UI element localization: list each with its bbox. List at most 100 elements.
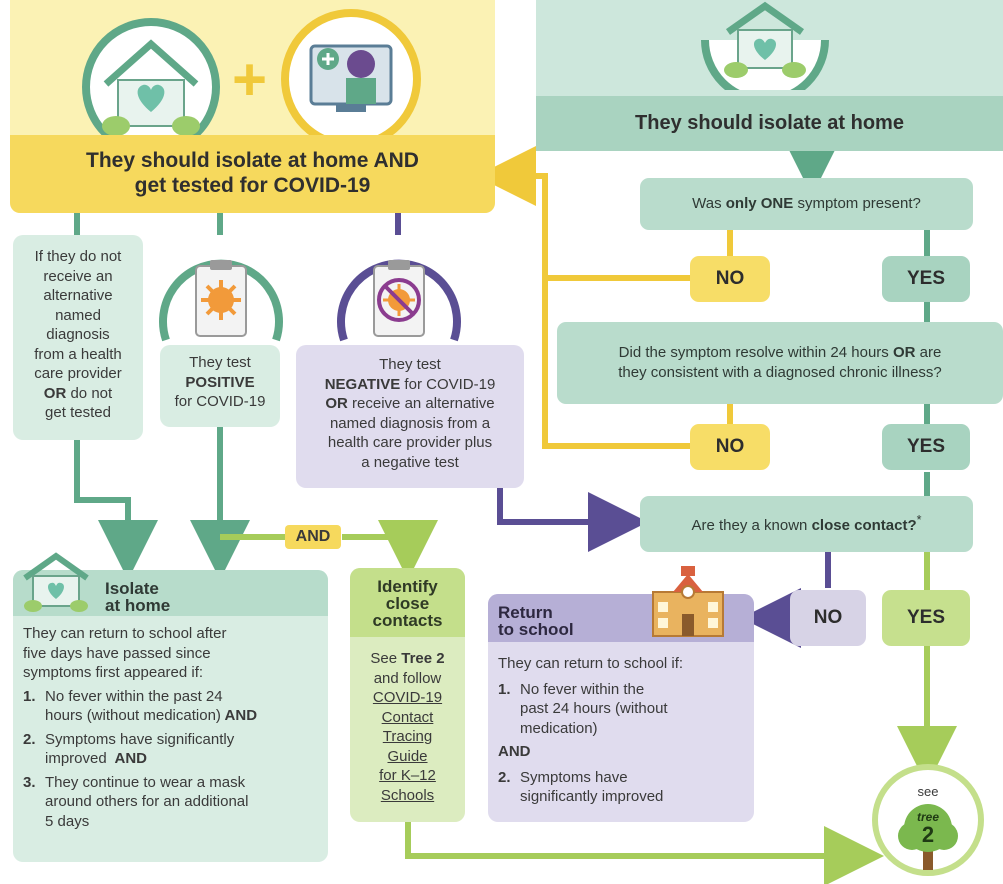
- isolate-title-1: Isolate: [105, 579, 159, 598]
- return-step-2-l1: Symptoms have: [520, 768, 628, 786]
- isolate-card: Isolate at home They can return to schoo…: [13, 552, 328, 862]
- step-3-l1: They continue to wear a mask: [45, 773, 246, 791]
- step-1-and: AND: [220, 707, 258, 724]
- q1-bold: only ONE: [725, 194, 794, 212]
- return-step-1-l3: medication): [520, 719, 598, 737]
- identify-follow: and follow: [373, 669, 442, 687]
- return-t2: to school: [498, 620, 574, 639]
- return-card-body: They can return to school if: 1. No feve…: [488, 642, 754, 807]
- step-3-l2: around others for an additional: [45, 793, 249, 810]
- negative-l3-post: receive an alternative: [347, 395, 495, 412]
- positive-l3: for COVID-19: [174, 393, 266, 410]
- answer-no-2: NO: [690, 424, 770, 470]
- question-one-symptom: Was only ONE symptom present?: [640, 178, 973, 230]
- isolate-card-body: They can return to school after five day…: [13, 616, 328, 831]
- untested-l7: care provider: [34, 365, 122, 382]
- no-virus-clipboard-icon: [336, 240, 462, 352]
- virus-clipboard-icon: [158, 240, 284, 352]
- step-1-l1: No fever within the past 24: [45, 687, 223, 705]
- isolate-title-2: at home: [105, 596, 171, 615]
- tree-badge-word: tree: [916, 810, 939, 824]
- answer-yes-1: YES: [882, 256, 970, 302]
- answer-no-1: NO: [690, 256, 770, 302]
- step-2-l2: improved: [45, 750, 107, 767]
- answer-yes-3: YES: [882, 590, 970, 646]
- negative-l6: a negative test: [361, 453, 459, 471]
- q3-pre: Are they a known: [691, 516, 812, 534]
- untested-l5: diagnosis: [46, 326, 110, 343]
- return-intro: They can return to school if:: [498, 655, 684, 672]
- negative-l2-post: for COVID-19: [400, 375, 496, 393]
- school-building-icon: [648, 562, 728, 638]
- untested-box: If they do not receive an alternative na…: [13, 235, 143, 440]
- question-symptom-resolve: Did the symptom resolve within 24 hours …: [557, 322, 1003, 404]
- step-1-l2: hours (without medication): [45, 707, 221, 724]
- right-banner-text: They should isolate at home: [635, 111, 904, 134]
- guide-link-line-6[interactable]: Schools: [380, 786, 435, 804]
- guide-link-line-3[interactable]: Tracing: [382, 728, 433, 745]
- untested-l1: If they do not: [34, 248, 122, 265]
- return-step-1-l2: past 24 hours (without: [520, 700, 668, 717]
- tree-badge-see: see: [917, 784, 939, 799]
- tree-badge-number: 2: [921, 822, 935, 847]
- guide-link-line-1[interactable]: COVID-19: [372, 689, 443, 706]
- step-2-l1: Symptoms have significantly: [45, 730, 235, 748]
- guide-link-line-4[interactable]: Guide: [387, 747, 428, 765]
- house-heart-icon-right: [700, 0, 830, 104]
- step-number: 3.: [23, 773, 36, 791]
- positive-l2: POSITIVE: [185, 373, 255, 391]
- negative-l5: health care provider plus: [327, 434, 493, 451]
- q3-bold: close contact?: [811, 516, 917, 534]
- isolate-step-1: 1. No fever within the past 24 hours (wit…: [23, 687, 318, 726]
- identify-see: See: [370, 650, 402, 667]
- q2-line1-bold: OR: [892, 343, 916, 361]
- negative-l4: named diagnosis from a: [329, 414, 491, 432]
- identify-t1: Identify: [377, 577, 438, 596]
- identify-tree-ref: Tree 2: [401, 650, 445, 667]
- untested-l8: OR: [43, 384, 67, 402]
- guide-link-line-2[interactable]: Contact: [381, 708, 434, 726]
- untested-l10: get tested: [45, 404, 111, 421]
- house-heart-small-icon: [21, 552, 91, 612]
- answer-yes-2: YES: [882, 424, 970, 470]
- positive-l1: They test: [189, 354, 251, 371]
- untested-l9: do not: [70, 384, 113, 402]
- guide-link-line-5[interactable]: for K–12: [379, 767, 436, 784]
- q1-pre: Was: [692, 194, 726, 212]
- isolate-card-header: Isolate at home: [13, 552, 328, 616]
- step-3-l3: 5 days: [45, 812, 90, 830]
- step-number: 1.: [498, 680, 511, 698]
- and-label: AND: [285, 525, 341, 549]
- identify-card: Identify close contacts See Tree 2 and f…: [350, 568, 465, 822]
- untested-l2: receive an: [43, 267, 113, 285]
- isolate-steps: 1. No fever within the past 24 hours (wit…: [23, 687, 318, 832]
- house-heart-icon: [76, 12, 226, 162]
- step-number: 1.: [23, 687, 36, 705]
- isolate-intro-3: symptoms first appeared if:: [23, 664, 204, 681]
- tree-2-badge[interactable]: see tree 2: [872, 764, 984, 876]
- untested-l3: alternative: [43, 287, 113, 304]
- identify-t2: close: [385, 594, 430, 613]
- isolate-step-3: 3. They continue to wear a mask around ot…: [23, 773, 318, 832]
- negative-l3-bold: OR: [325, 395, 348, 412]
- untested-l6: from a health: [34, 345, 122, 363]
- positive-box: They test POSITIVE for COVID-19: [160, 345, 280, 427]
- left-banner-line2: get tested for COVID-19: [134, 174, 371, 197]
- negative-box: They test NEGATIVE for COVID-19 OR recei…: [296, 345, 524, 488]
- return-t1: Return: [498, 603, 553, 622]
- return-card-header: Return to school: [488, 566, 754, 642]
- q2-line2: they consistent with a diagnosed chronic…: [618, 364, 942, 381]
- answer-no-3: NO: [790, 590, 866, 646]
- identify-t3: contacts: [372, 611, 443, 630]
- isolate-intro-1: They can return to school after: [23, 625, 227, 642]
- question-close-contact: Are they a known close contact?*: [640, 496, 973, 552]
- return-step-2-l2: significantly improved: [520, 788, 664, 805]
- negative-l1: They test: [379, 356, 441, 373]
- q2-line1-post: are: [915, 343, 942, 361]
